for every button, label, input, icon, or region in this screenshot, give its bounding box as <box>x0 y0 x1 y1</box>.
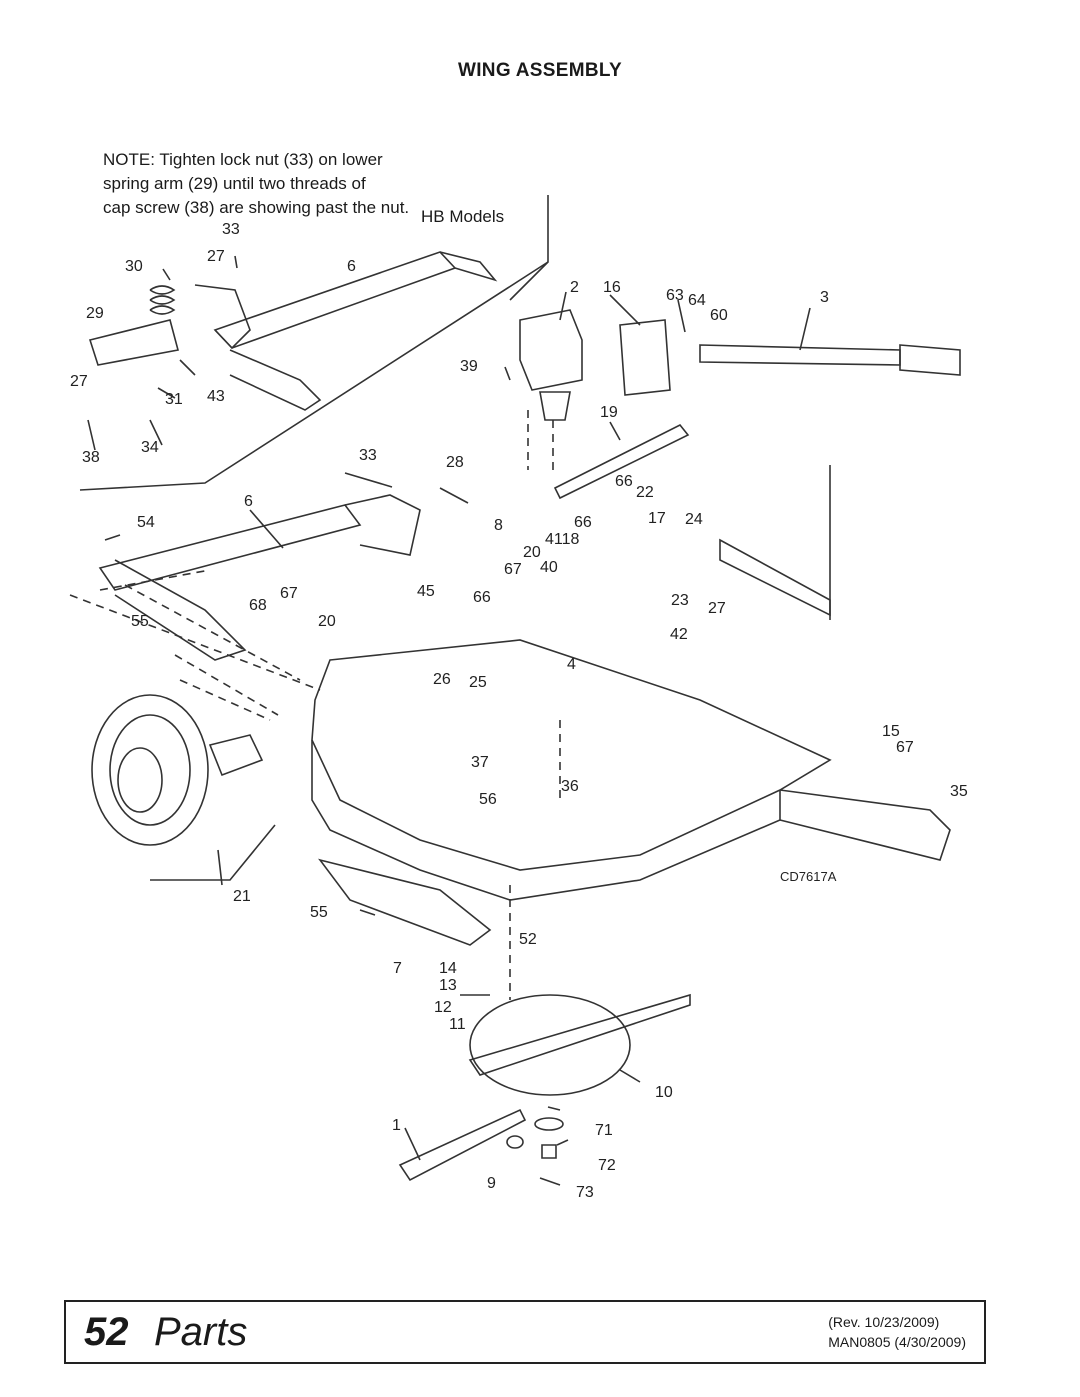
callout: 39 <box>460 358 478 375</box>
callout: 66 <box>615 473 633 490</box>
callout: 64 <box>688 292 706 309</box>
callout: 6 <box>347 258 356 275</box>
callout: 4118 <box>545 531 580 548</box>
callout: 23 <box>671 592 689 609</box>
callout: 1 <box>392 1117 401 1134</box>
page-number: 52 <box>84 1310 129 1354</box>
callout: 38 <box>82 449 100 466</box>
callout: 28 <box>446 454 464 471</box>
callout: 54 <box>137 514 155 531</box>
callout: 60 <box>710 307 728 324</box>
callout: 33 <box>222 221 240 238</box>
callout: 4 <box>567 656 576 673</box>
callout: 14 <box>439 960 457 977</box>
callout: 2 <box>570 279 579 296</box>
callout: 35 <box>950 783 968 800</box>
callout: 26 <box>433 671 451 688</box>
callout: 25 <box>469 674 487 691</box>
callout: 67 <box>280 585 298 602</box>
callout: 40 <box>540 559 558 576</box>
note-line: spring arm (29) until two threads of <box>103 174 366 193</box>
callout: 20 <box>318 613 336 630</box>
callout: 73 <box>576 1184 594 1201</box>
callout: 13 <box>439 977 457 994</box>
callout: 56 <box>479 791 497 808</box>
callout: 66 <box>574 514 592 531</box>
page-title: WING ASSEMBLY <box>457 60 622 81</box>
callout: 33 <box>359 447 377 464</box>
callout: 37 <box>471 754 489 771</box>
callout: 20 <box>523 544 541 561</box>
callout: 10 <box>655 1084 673 1101</box>
callout: 6 <box>244 493 253 510</box>
callout: 12 <box>434 999 452 1016</box>
callout: 67 <box>896 739 914 756</box>
callout: 68 <box>249 597 267 614</box>
callout: 27 <box>70 373 88 390</box>
revision-info: (Rev. 10/23/2009) MAN0805 (4/30/2009) <box>828 1312 966 1352</box>
callout: 8 <box>494 517 503 534</box>
callout: 55 <box>131 613 149 630</box>
callout: 7 <box>393 960 402 977</box>
callout: 36 <box>561 778 579 795</box>
callout: 31 <box>165 391 183 408</box>
callout: 3 <box>820 289 829 306</box>
callout: 71 <box>595 1122 613 1139</box>
model-label: HB Models <box>421 207 505 226</box>
callout: 67 <box>504 561 522 578</box>
callout: 30 <box>125 258 143 275</box>
callout: 19 <box>600 404 618 421</box>
callout: 63 <box>666 287 684 304</box>
callout: 29 <box>86 305 104 322</box>
callout: 27 <box>207 248 225 265</box>
callout: 45 <box>417 583 435 600</box>
callout: 16 <box>603 279 621 296</box>
callout: 55 <box>310 904 328 921</box>
callout: 34 <box>141 439 159 456</box>
callout: 27 <box>708 600 726 617</box>
callout: 66 <box>473 589 491 606</box>
manual-number: MAN0805 (4/30/2009) <box>828 1334 966 1350</box>
callout: 22 <box>636 484 654 501</box>
page-footer: 52 Parts (Rev. 10/23/2009) MAN0805 (4/30… <box>64 1300 986 1364</box>
assembly-note: NOTE: Tighten lock nut (33) on lower spr… <box>103 148 409 220</box>
callout: 21 <box>233 888 251 905</box>
note-line: NOTE: Tighten lock nut (33) on lower <box>103 150 383 169</box>
callout: 52 <box>519 931 537 948</box>
drawing-code: CD7617A <box>780 869 837 884</box>
callout: 43 <box>207 388 225 405</box>
callout: 11 <box>449 1016 466 1033</box>
callout: 17 <box>648 510 666 527</box>
revision-date: (Rev. 10/23/2009) <box>828 1314 940 1330</box>
callout: 9 <box>487 1175 496 1192</box>
note-line: cap screw (38) are showing past the nut. <box>103 198 410 217</box>
callout: 24 <box>685 511 703 528</box>
section-title: Parts <box>154 1310 248 1354</box>
callout: 72 <box>598 1157 616 1174</box>
callout: 42 <box>670 626 688 643</box>
callout: 15 <box>882 723 900 740</box>
